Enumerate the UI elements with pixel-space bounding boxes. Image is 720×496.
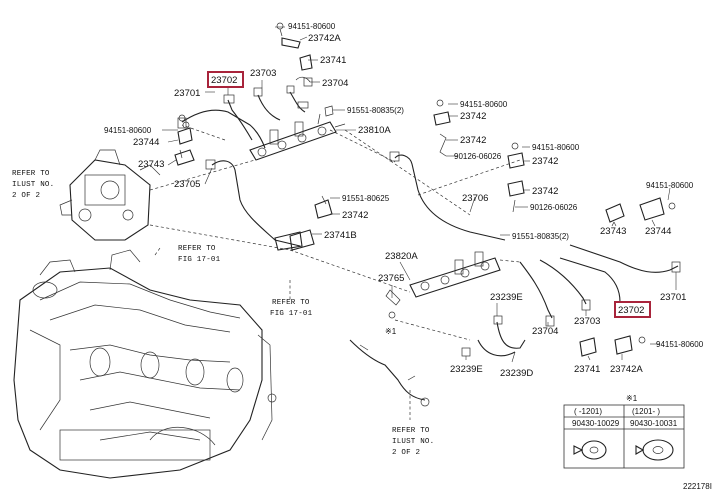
lower-right-injection-pipes	[519, 244, 681, 327]
bolt-set-top	[317, 105, 334, 125]
ref-ilust-top-line1: REFER TO	[12, 170, 50, 178]
label-mark-1: ※1	[385, 327, 397, 336]
note-col2-part: 90430-10031	[630, 419, 678, 428]
label-90126-06026-a: 90126-06026	[454, 152, 502, 161]
note-col2-period: (1201- )	[632, 407, 660, 416]
label-23744-right: 23744	[645, 226, 671, 237]
label-23742-d2: 23742	[532, 186, 558, 197]
label-94151-80600-top: 94151-80600	[288, 22, 336, 31]
label-23239e-a: 23239E	[490, 292, 523, 303]
ref-ilust-top-line3: 2 OF 2	[12, 192, 40, 200]
label-23703-left: 23703	[250, 68, 276, 79]
label-23820a: 23820A	[385, 251, 418, 262]
part-labels: 94151-80600 23742A 23741 23704 23703 237…	[104, 22, 704, 379]
mid-clamps	[289, 195, 333, 251]
ref-ilust-bot-line3: 2 OF 2	[392, 449, 420, 457]
ref-ilust-bot-line2: ILUST NO.	[392, 438, 434, 446]
label-23810a: 23810A	[358, 125, 391, 136]
ref-ilust-top-line2: ILUST NO.	[12, 181, 54, 189]
label-23741-right: 23741	[574, 364, 600, 375]
left-clamps	[174, 121, 195, 166]
label-23743-left: 23743	[138, 159, 164, 170]
label-23703-right: 23703	[574, 316, 600, 327]
lower-right-clamps	[579, 335, 646, 357]
label-90126-06026-b: 90126-06026	[530, 203, 578, 212]
label-23239d: 23239D	[500, 368, 533, 379]
highlight-box-23702-left	[207, 71, 244, 88]
label-23705: 23705	[174, 179, 200, 190]
ref-fig-b-line1: REFER TO	[272, 299, 310, 307]
label-23742-d1: 23742	[532, 156, 558, 167]
return-pipe-23705	[205, 159, 303, 251]
label-23742a-top: 23742A	[308, 33, 341, 44]
ref-ilust-bot-line1: REFER TO	[392, 427, 430, 435]
label-23704-right: 23704	[532, 326, 558, 337]
ref-fig-b-line2: FIG 17-01	[270, 310, 313, 318]
label-94151-80600-e: 94151-80600	[646, 181, 694, 190]
ref-fig-a-line1: REFER TO	[178, 245, 216, 253]
label-91551-80835-top: 91551-80835(2)	[347, 106, 404, 115]
lower-fuel-rail	[385, 251, 501, 319]
reference-notes: REFER TO ILUST NO. 2 OF 2 REFER TO FIG 1…	[12, 170, 434, 457]
label-23741b: 23741B	[324, 230, 357, 241]
label-23742a-right: 23742A	[610, 364, 643, 375]
bottom-bracket	[349, 339, 430, 407]
note-col1-part: 90430-10029	[572, 419, 620, 428]
label-23704-top: 23704	[322, 78, 348, 89]
engine-block-illustration	[13, 249, 277, 479]
label-23702-left: 23702	[211, 75, 237, 86]
clip-small-icon	[573, 440, 607, 460]
upper-fuel-rail	[249, 121, 346, 161]
label-94151-80600-left: 94151-80600	[104, 126, 152, 135]
label-23765: 23765	[378, 273, 404, 284]
clip-large-icon	[635, 439, 674, 461]
long-pipe-23706	[389, 151, 506, 241]
right-clamps-23743-23744	[605, 197, 676, 227]
label-23742-mid: 23742	[342, 210, 368, 221]
note-col1-period: ( -1201)	[574, 407, 602, 416]
illustration-id: 222178I	[683, 482, 712, 491]
label-23701-left: 23701	[174, 88, 200, 99]
label-23741-top: 23741	[320, 55, 346, 66]
note-table-mark: ※1	[626, 394, 638, 403]
label-94151-80600-f: 94151-80600	[656, 340, 704, 349]
upper-left-injection-pipes	[177, 85, 309, 149]
label-23702-right: 23702	[618, 305, 644, 316]
fuel-hoses	[461, 315, 526, 357]
label-91551-80835-b: 91551-80835(2)	[512, 232, 569, 241]
fuel-pump-illustration	[59, 149, 161, 241]
label-23706: 23706	[462, 193, 488, 204]
label-91551-80625: 91551-80625	[342, 194, 390, 203]
label-94151-80600-c: 94151-80600	[460, 100, 508, 109]
label-23742-c2: 23742	[460, 135, 486, 146]
top-clamps	[276, 22, 313, 87]
highlight-box-23702-right	[614, 301, 651, 318]
label-23239e-b: 23239E	[450, 364, 483, 375]
label-23742-c1: 23742	[460, 111, 486, 122]
ref-fig-a-line2: FIG 17-01	[178, 256, 221, 264]
label-23744-left: 23744	[133, 137, 159, 148]
dashed-reference-lines	[149, 124, 521, 420]
label-23701-right: 23701	[660, 292, 686, 303]
note-table: ※1 ( -1201) (1201- ) 90430-10029 90430-1…	[563, 394, 685, 469]
label-94151-80600-d: 94151-80600	[532, 143, 580, 152]
label-23743-right: 23743	[600, 226, 626, 237]
